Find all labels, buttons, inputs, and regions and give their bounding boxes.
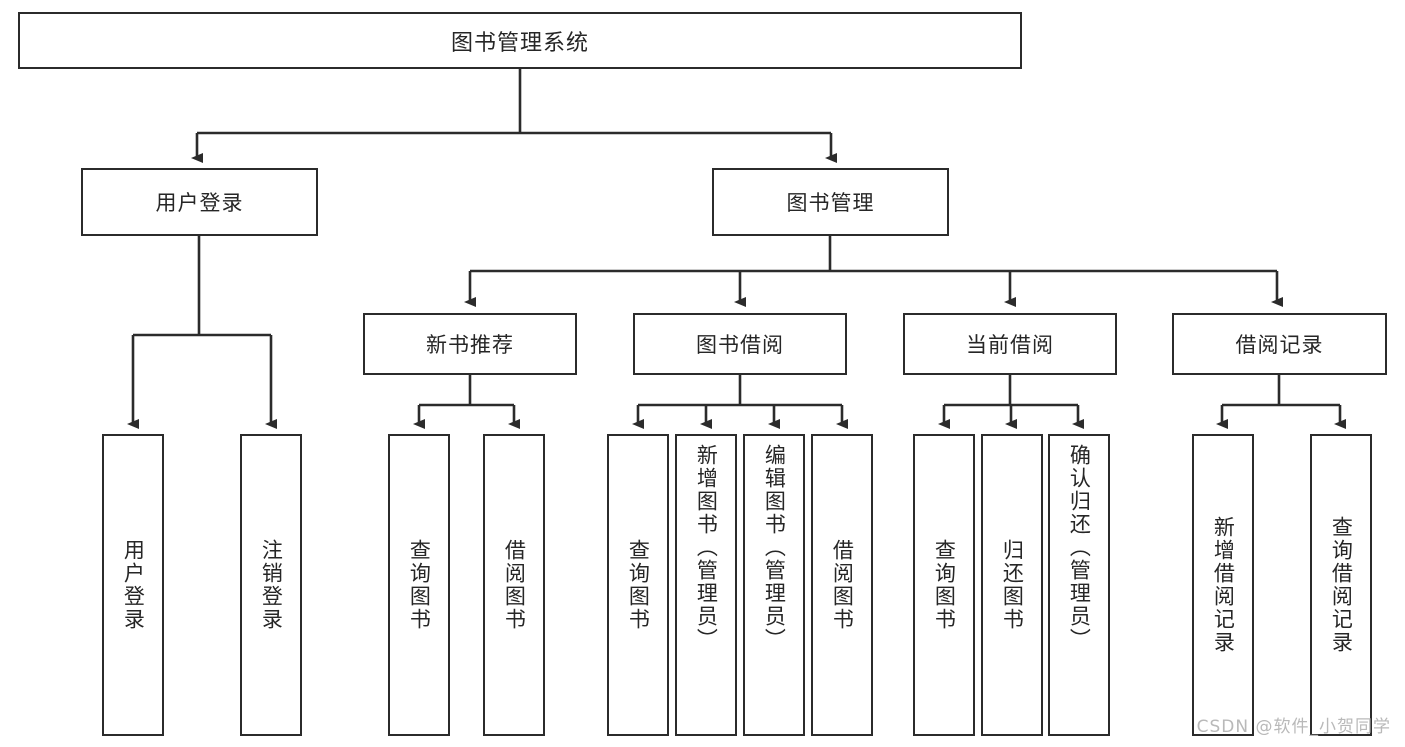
node-leaf-logout-label: 注销登录 — [259, 539, 284, 631]
watermark: CSDN @软件_小贺同学 — [1196, 717, 1391, 737]
node-leaf-confirm-return-label: 确认归还（管理员） — [1067, 444, 1092, 651]
node-leaf-user-login-label: 用户登录 — [121, 539, 146, 631]
node-book-borrow-label: 图书借阅 — [696, 333, 784, 357]
node-new-book-rec-label: 新书推荐 — [426, 333, 514, 357]
node-leaf-return-book-label: 归还图书 — [1000, 539, 1025, 631]
node-leaf-query-record[interactable]: 查询借阅记录 — [1310, 434, 1372, 736]
node-user-login[interactable]: 用户登录 — [81, 168, 318, 236]
node-leaf-query-record-label: 查询借阅记录 — [1329, 516, 1354, 654]
node-leaf-borrow-book-2-label: 借阅图书 — [830, 539, 855, 631]
node-user-login-label: 用户登录 — [155, 191, 244, 215]
node-leaf-return-book[interactable]: 归还图书 — [981, 434, 1043, 736]
node-leaf-query-book-2-label: 查询图书 — [626, 539, 651, 631]
node-leaf-confirm-return[interactable]: 确认归还（管理员） — [1048, 434, 1110, 736]
node-leaf-add-record-label: 新增借阅记录 — [1211, 516, 1236, 654]
node-book-manage-label: 图书管理 — [786, 191, 875, 215]
node-leaf-query-book-1[interactable]: 查询图书 — [388, 434, 450, 736]
node-root-label: 图书管理系统 — [450, 30, 589, 56]
node-leaf-borrow-book-1-label: 借阅图书 — [502, 539, 527, 631]
node-leaf-query-book-3-label: 查询图书 — [932, 539, 957, 631]
node-leaf-query-book-1-label: 查询图书 — [407, 539, 432, 631]
node-leaf-edit-book[interactable]: 编辑图书（管理员） — [743, 434, 805, 736]
node-borrow-record[interactable]: 借阅记录 — [1172, 313, 1387, 375]
node-leaf-logout[interactable]: 注销登录 — [240, 434, 302, 736]
node-book-manage[interactable]: 图书管理 — [712, 168, 949, 236]
node-new-book-rec[interactable]: 新书推荐 — [363, 313, 577, 375]
node-book-borrow[interactable]: 图书借阅 — [633, 313, 847, 375]
node-leaf-borrow-book-1[interactable]: 借阅图书 — [483, 434, 545, 736]
node-leaf-user-login[interactable]: 用户登录 — [102, 434, 164, 736]
node-leaf-query-book-3[interactable]: 查询图书 — [913, 434, 975, 736]
node-root[interactable]: 图书管理系统 — [18, 12, 1022, 69]
node-current-borrow-label: 当前借阅 — [966, 333, 1054, 357]
node-leaf-add-book[interactable]: 新增图书（管理员） — [675, 434, 737, 736]
node-leaf-add-record[interactable]: 新增借阅记录 — [1192, 434, 1254, 736]
node-leaf-add-book-label: 新增图书（管理员） — [694, 444, 719, 651]
node-leaf-query-book-2[interactable]: 查询图书 — [607, 434, 669, 736]
node-borrow-record-label: 借阅记录 — [1235, 333, 1324, 357]
node-leaf-borrow-book-2[interactable]: 借阅图书 — [811, 434, 873, 736]
node-leaf-edit-book-label: 编辑图书（管理员） — [762, 444, 787, 651]
node-current-borrow[interactable]: 当前借阅 — [903, 313, 1117, 375]
